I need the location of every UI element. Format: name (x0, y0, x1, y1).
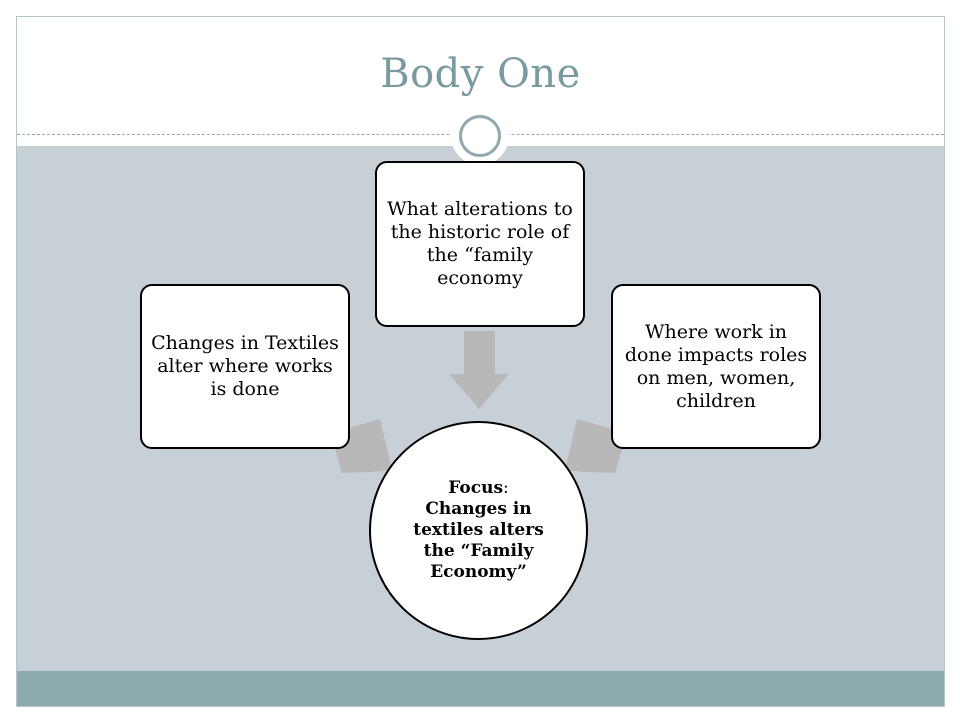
slide: Body One Changes in Textiles alter where… (16, 16, 945, 707)
ring-ornament-icon (451, 107, 509, 165)
focus-label: Focus (448, 478, 504, 498)
footer-band (17, 671, 944, 706)
diagram-node-top[interactable]: What alterations to the historic role of… (375, 161, 585, 327)
focus-colon: : (503, 478, 509, 498)
diagram-arrows (329, 331, 627, 473)
focus-text: Changes in textiles alters the “Family E… (413, 499, 544, 582)
diagram-node-right-text: Where work in done impacts roles on men,… (624, 320, 808, 412)
focus-circle[interactable]: Focus: Changes in textiles alters the “F… (369, 421, 588, 640)
slide-title[interactable]: Body One (380, 51, 581, 97)
diagram-node-left-text: Changes in Textiles alter where works is… (151, 332, 339, 400)
focus-heading: Focus: (448, 478, 509, 499)
diagram-node-left[interactable]: Changes in Textiles alter where works is… (140, 284, 350, 449)
diagram-node-right[interactable]: Where work in done impacts roles on men,… (611, 284, 821, 449)
arrow-top-to-focus (449, 331, 509, 409)
diagram-node-top-text: What alterations to the historic role of… (387, 198, 573, 289)
